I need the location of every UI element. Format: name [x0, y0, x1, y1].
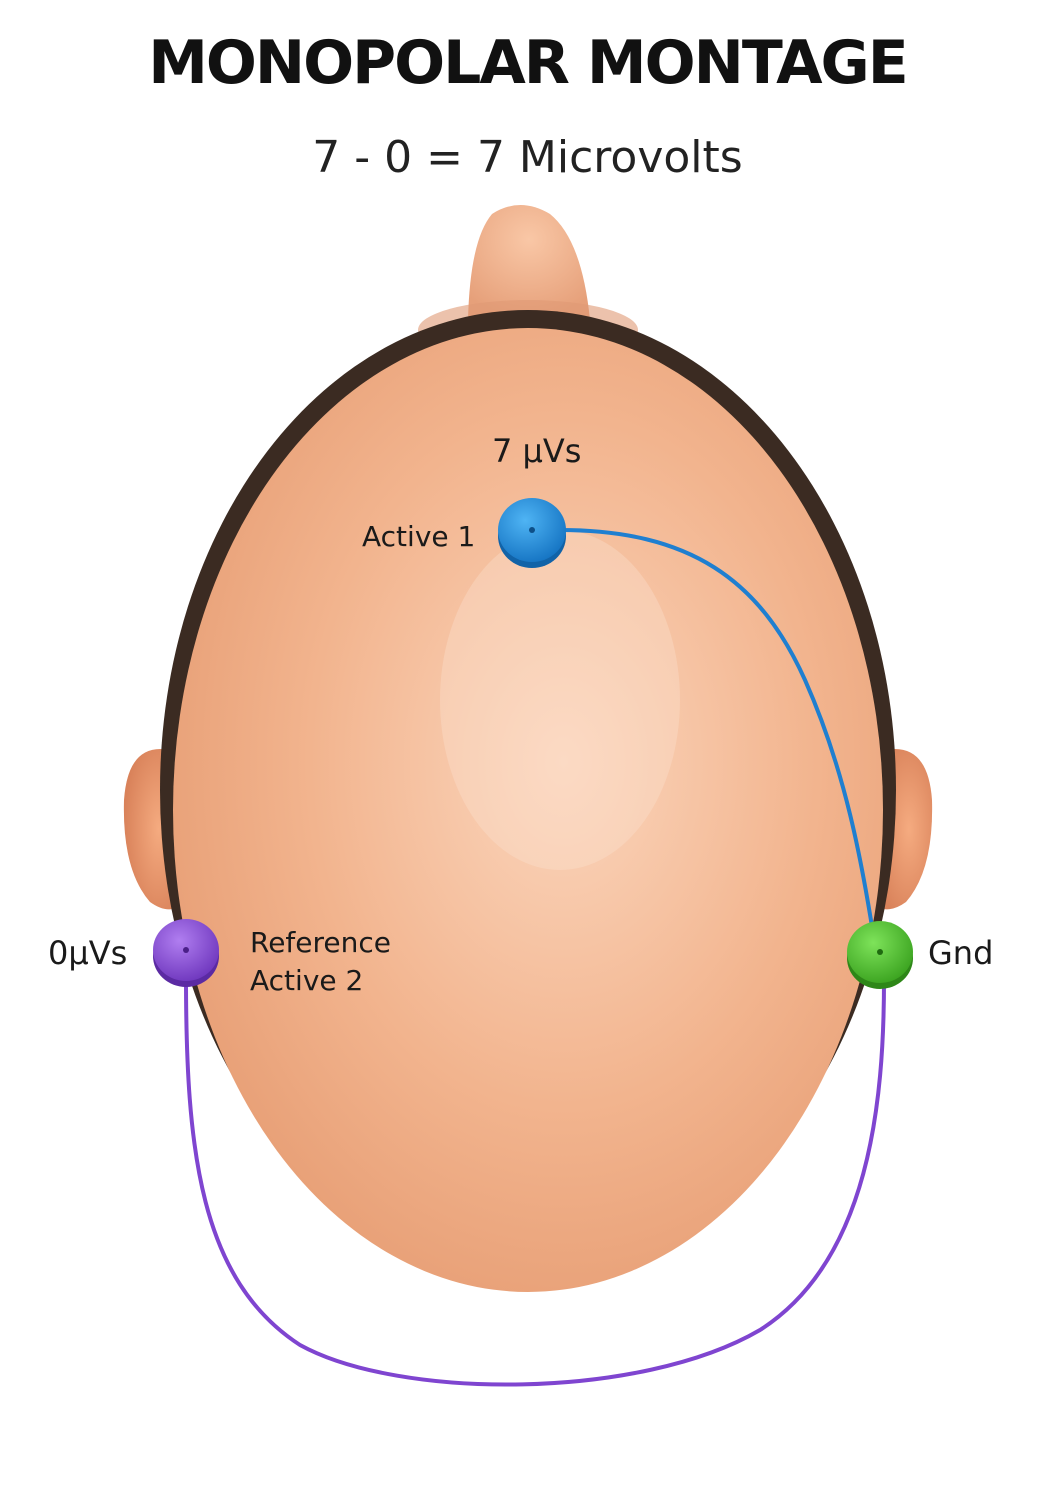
ground-label: Gnd: [928, 934, 994, 972]
nose: [468, 205, 590, 320]
scalp-highlight: [440, 530, 680, 870]
active1-reading: 7 µVs: [492, 432, 582, 470]
reference-label-line2: Active 2: [250, 964, 364, 997]
reference-label-line1: Reference: [250, 926, 391, 959]
diagram-subtitle: 7 - 0 = 7 Microvolts: [312, 132, 743, 183]
reference-label: Reference Active 2: [250, 924, 430, 1000]
reference-reading: 0µVs: [48, 934, 128, 972]
active1-electrode: [498, 498, 566, 568]
reference-wire: [184, 976, 886, 1387]
reference-electrode: [153, 919, 219, 987]
ground-electrode: [847, 921, 913, 989]
active1-wire: [558, 528, 878, 954]
scalp: [173, 328, 883, 1292]
active1-label: Active 1: [362, 520, 476, 553]
diagram-title: MONOPOLAR MONTAGE: [148, 28, 909, 98]
